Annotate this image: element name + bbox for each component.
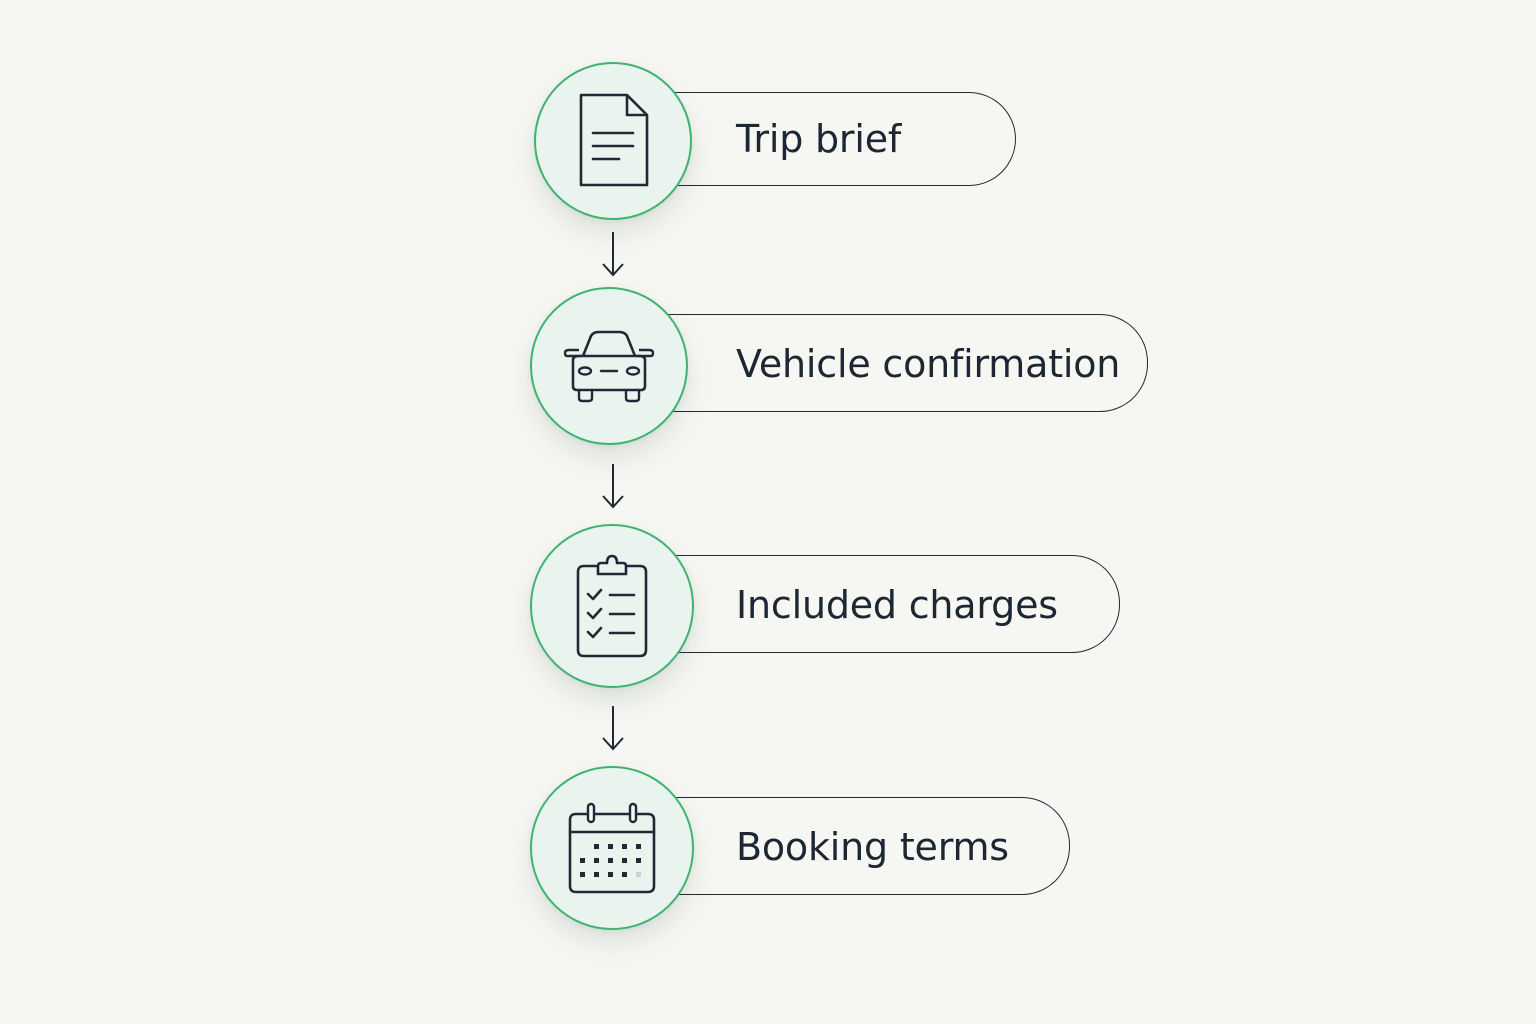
clipboard-checklist-icon	[576, 554, 648, 658]
step-icon-circle	[534, 62, 692, 220]
step-label: Vehicle confirmation	[736, 342, 1121, 386]
car-icon	[563, 330, 655, 403]
step-icon-circle	[530, 524, 694, 688]
document-icon	[579, 93, 649, 187]
step-label: Included charges	[736, 583, 1058, 627]
calendar-icon	[568, 802, 656, 894]
step-icon-circle	[530, 287, 688, 445]
step-pill	[612, 92, 1016, 186]
step-pill	[612, 797, 1070, 895]
down-arrow-icon	[602, 464, 624, 509]
step-pill	[612, 555, 1120, 653]
down-arrow-icon	[602, 706, 624, 751]
step-label: Booking terms	[736, 825, 1009, 869]
step-label: Trip brief	[736, 117, 902, 161]
down-arrow-icon	[602, 232, 624, 277]
step-icon-circle	[530, 766, 694, 930]
step-pill	[612, 314, 1148, 412]
